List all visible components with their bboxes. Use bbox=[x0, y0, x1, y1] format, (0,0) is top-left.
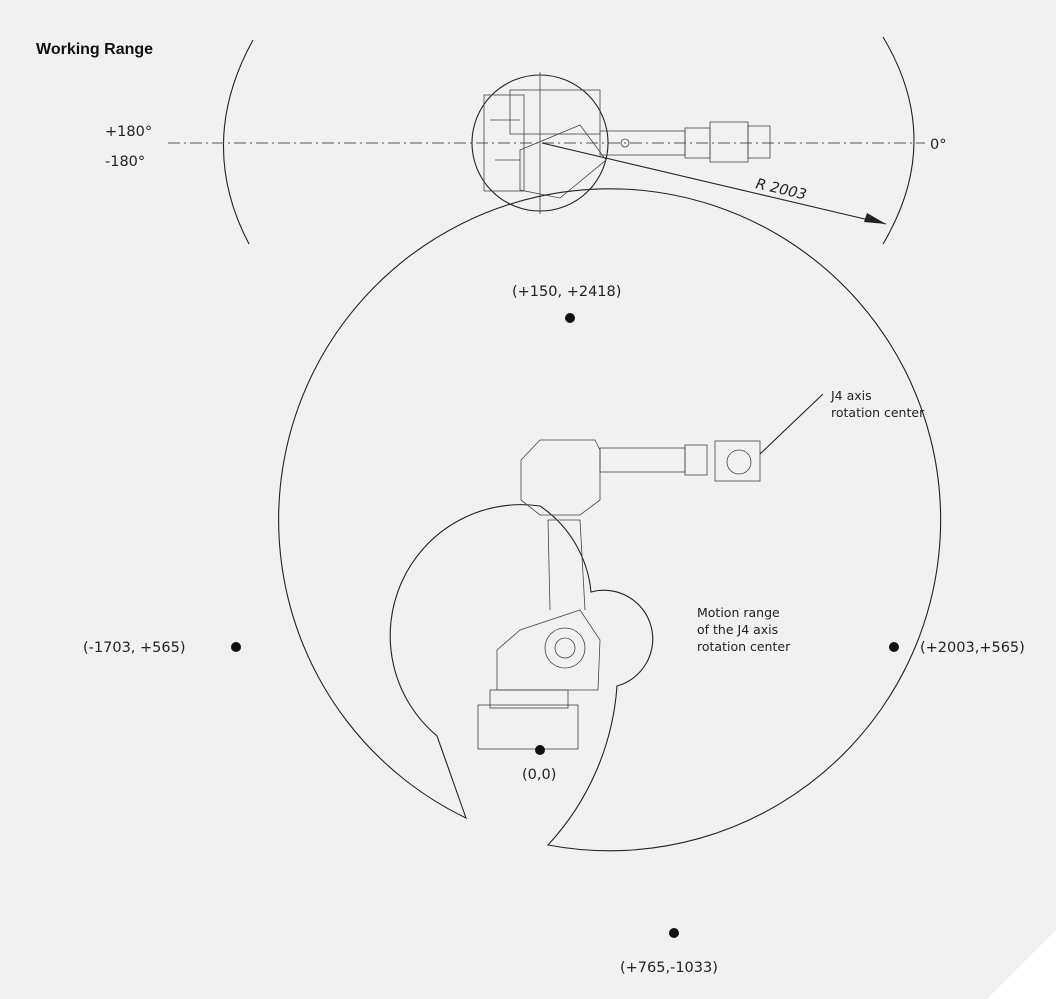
base-side-block bbox=[483, 94, 525, 192]
point-origin-dot bbox=[535, 745, 545, 755]
point-right-dot bbox=[889, 642, 899, 652]
flange-top bbox=[747, 125, 771, 159]
j2-motor-inner bbox=[554, 637, 576, 659]
range-points bbox=[231, 313, 899, 938]
point-bottom-label: (+765,-1033) bbox=[620, 960, 718, 976]
motion-label-line3: rotation center bbox=[697, 639, 791, 654]
point-bottom-dot bbox=[669, 928, 679, 938]
base-motor-housing bbox=[519, 124, 607, 199]
range-arc-left bbox=[222, 39, 254, 245]
lower-arm-housing bbox=[496, 609, 601, 691]
j4-label-line1: J4 axis bbox=[830, 388, 872, 403]
motion-label-line2: of the J4 axis bbox=[697, 622, 778, 637]
j4-leader-line bbox=[759, 393, 824, 455]
point-left-dot bbox=[231, 642, 241, 652]
arm-hole bbox=[620, 138, 630, 148]
point-left-label: (-1703, +565) bbox=[83, 640, 186, 656]
top-view bbox=[168, 36, 925, 245]
j2-motor bbox=[544, 627, 586, 669]
diagram-title: Working Range bbox=[36, 41, 153, 58]
motion-range-envelope bbox=[278, 188, 942, 852]
point-top-label: (+150, +2418) bbox=[512, 284, 621, 300]
lower-arm bbox=[547, 519, 586, 611]
base-upper-block bbox=[509, 89, 601, 135]
angle-minus-180: -180° bbox=[105, 154, 145, 170]
radius-dimension-line bbox=[541, 142, 887, 225]
point-top-dot bbox=[565, 313, 575, 323]
point-right-label: (+2003,+565) bbox=[920, 640, 1025, 656]
wrist-side bbox=[714, 440, 761, 482]
radius-arrowhead bbox=[864, 213, 886, 224]
angle-plus-180: +180° bbox=[105, 124, 152, 140]
upper-arm-housing bbox=[520, 439, 601, 516]
point-origin-label: (0,0) bbox=[522, 767, 556, 783]
range-arc-right bbox=[882, 36, 915, 245]
motion-label-line1: Motion range bbox=[697, 605, 780, 620]
robot-base-side bbox=[477, 704, 579, 750]
forearm-joint bbox=[684, 444, 708, 476]
wrist-circle bbox=[726, 449, 752, 475]
j4-label-line2: rotation center bbox=[831, 405, 925, 420]
angle-zero: 0° bbox=[930, 137, 946, 153]
side-view bbox=[278, 188, 942, 852]
